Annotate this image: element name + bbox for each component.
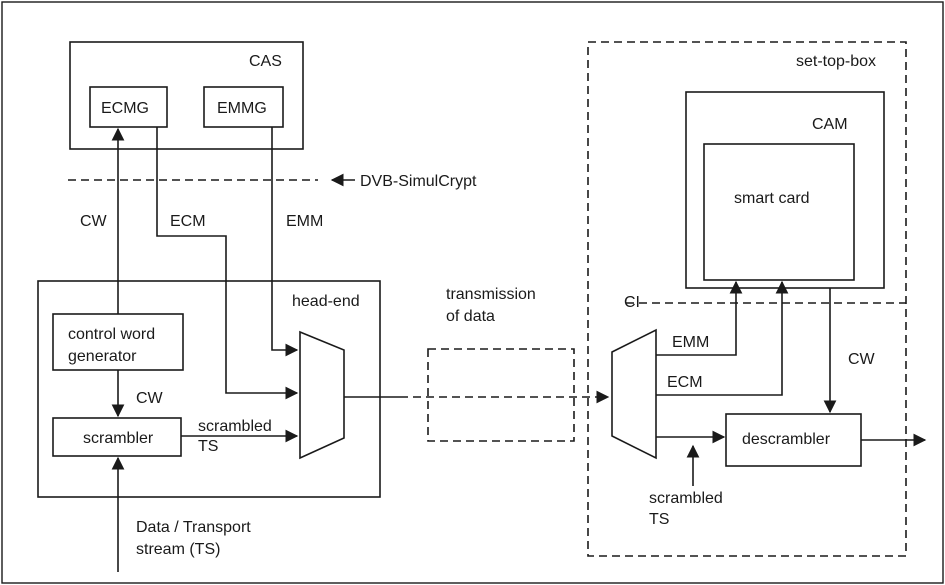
set-top-box-label: set-top-box <box>796 53 876 70</box>
set-top-box-boundary <box>587 41 907 557</box>
emm-to-mux-arrow <box>271 127 299 357</box>
multiplexer <box>299 330 345 460</box>
cas-label: CAS <box>249 53 282 70</box>
emm-top-label: EMM <box>286 213 323 230</box>
smart-card-box <box>703 143 855 281</box>
stb-cw-label: CW <box>848 351 876 368</box>
transmission-label-line1: transmission <box>446 286 536 303</box>
cw-mid-label: CW <box>136 390 164 407</box>
scrambler-label: scrambler <box>83 430 154 447</box>
input-label-line2: stream (TS) <box>136 541 220 558</box>
transmission-label-line2: of data <box>446 308 495 325</box>
stb-emm-label: EMM <box>672 334 709 351</box>
ecmg-label: ECMG <box>101 100 149 117</box>
ecm-to-mux-arrow <box>156 127 299 400</box>
ci-label: CI <box>624 294 640 311</box>
descrambler-label: descrambler <box>742 431 831 448</box>
headend-label: head-end <box>292 293 360 310</box>
ecm-top-label: ECM <box>170 213 206 230</box>
input-label-line1: Data / Transport <box>136 519 251 536</box>
stb-scrambled-ts-label-line1: scrambled <box>649 490 723 507</box>
scrambled-ts-label-line1: scrambled <box>198 418 272 435</box>
ecmg-box <box>89 86 168 128</box>
ecm-to-cam-arrow <box>656 280 789 396</box>
demultiplexer <box>611 328 657 460</box>
smart-card-label: smart card <box>734 190 810 207</box>
scrambler-box <box>52 417 182 457</box>
simulcrypt-label: DVB-SimulCrypt <box>360 173 477 190</box>
scrambled-ts-label-line2: TS <box>198 438 218 455</box>
cam-label: CAM <box>812 116 848 133</box>
cwg-label-line2: generator <box>68 348 137 365</box>
emm-to-cam-arrow <box>656 280 743 356</box>
transmission-channel-box <box>427 348 575 442</box>
emmg-label: EMMG <box>217 100 267 117</box>
cwg-label-line1: control word <box>68 326 155 343</box>
cw-top-label: CW <box>80 213 108 230</box>
emmg-box <box>203 86 284 128</box>
stb-scrambled-ts-label-line2: TS <box>649 511 669 528</box>
stb-ecm-label: ECM <box>667 374 703 391</box>
